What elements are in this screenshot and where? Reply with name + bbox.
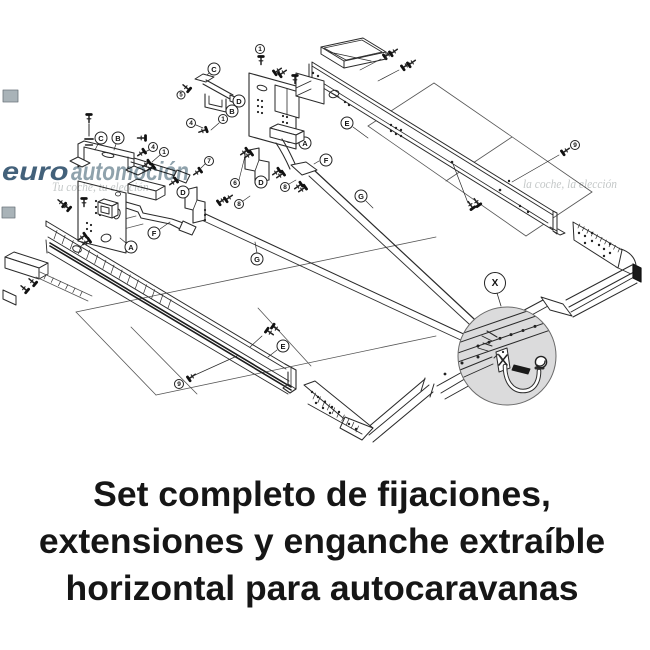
svg-text:8: 8 [283, 184, 287, 191]
svg-text:1: 1 [162, 149, 166, 156]
svg-text:D: D [236, 97, 242, 106]
svg-text:9: 9 [573, 142, 577, 149]
svg-text:F: F [152, 229, 157, 238]
svg-text:A: A [302, 139, 308, 148]
svg-text:1: 1 [221, 116, 225, 123]
svg-text:A: A [128, 243, 134, 252]
svg-text:7: 7 [207, 158, 211, 165]
svg-text:B: B [115, 134, 121, 143]
svg-text:4: 4 [189, 120, 193, 127]
svg-text:X: X [492, 278, 499, 289]
svg-text:E: E [344, 119, 349, 128]
svg-text:9: 9 [177, 381, 181, 388]
svg-text:5: 5 [179, 93, 183, 99]
svg-text:E: E [280, 342, 285, 351]
svg-text:1: 1 [258, 46, 262, 53]
svg-text:C: C [211, 65, 217, 74]
svg-text:4: 4 [151, 144, 155, 151]
svg-text:F: F [324, 156, 329, 165]
svg-text:6: 6 [233, 180, 237, 187]
svg-text:B: B [229, 107, 235, 116]
svg-text:C: C [98, 134, 104, 143]
svg-text:G: G [358, 192, 364, 201]
svg-text:8: 8 [237, 201, 241, 208]
svg-text:G: G [254, 255, 260, 264]
svg-text:D: D [258, 178, 264, 187]
svg-text:D: D [180, 188, 186, 197]
